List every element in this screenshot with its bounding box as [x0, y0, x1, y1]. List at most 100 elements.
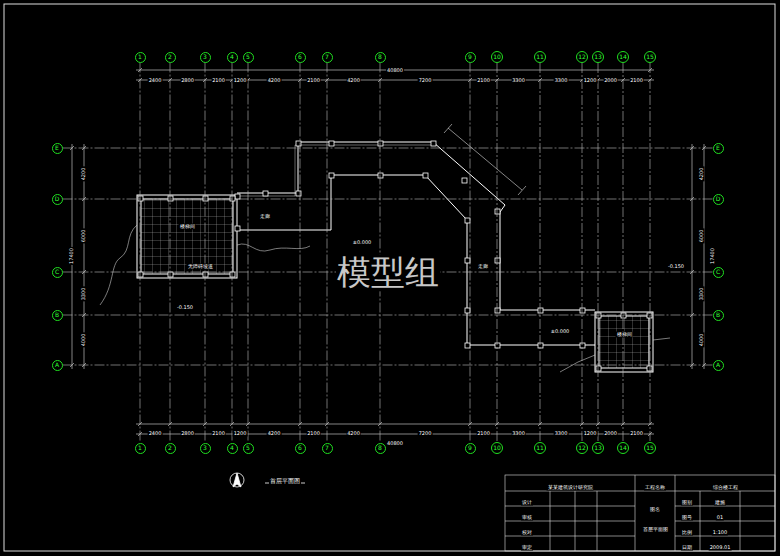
- dimension-text: 2400: [148, 431, 163, 437]
- dimension-text: 6000: [81, 228, 87, 243]
- title-block-text: 2009.01: [709, 545, 732, 551]
- axis-number: 8: [378, 445, 382, 451]
- dimension-text: 3300: [554, 431, 569, 437]
- axis-number: 9: [468, 54, 472, 60]
- axis-number: 4: [230, 445, 234, 451]
- dimension-text: 4200: [81, 166, 87, 181]
- axis-bubble: 5: [243, 443, 254, 454]
- axis-bubble: E: [713, 143, 724, 154]
- axis-bubble: 7: [322, 443, 333, 454]
- axis-number: 1: [138, 445, 142, 451]
- dimension-text: 2800: [180, 78, 195, 84]
- axis-number: 13: [594, 445, 602, 451]
- dimension-text: 2100: [476, 431, 491, 437]
- axis-bubble: 2: [165, 52, 176, 63]
- axis-grid-line: [380, 63, 381, 443]
- axis-number: D: [716, 196, 721, 202]
- axis-bubble: 7: [322, 52, 333, 63]
- axis-bubble: 6: [295, 443, 306, 454]
- title-block-text: 建施: [714, 500, 726, 506]
- axis-bubble: 3: [200, 52, 211, 63]
- axis-number: 15: [646, 445, 654, 451]
- axis-number: 3: [203, 54, 207, 60]
- axis-number: 6: [298, 445, 302, 451]
- axis-bubble: 10: [491, 51, 503, 63]
- axis-bubble: D: [713, 194, 724, 205]
- axis-number: B: [55, 312, 59, 318]
- axis-bubble: 11: [534, 442, 546, 454]
- axis-number: 4: [230, 54, 234, 60]
- dimension-text: 2100: [306, 78, 321, 84]
- title-block-text: 1:100: [712, 530, 728, 536]
- dimension-text: 2100: [306, 431, 321, 437]
- dimension-text: 1200: [583, 431, 598, 437]
- axis-number: 6: [298, 54, 302, 60]
- title-block-text: 图号: [681, 515, 693, 521]
- axis-grid-line: [232, 63, 233, 443]
- axis-bubble: 15: [644, 51, 656, 63]
- axis-grid-line: [497, 63, 498, 442]
- elevation-mark: -0.150: [176, 305, 194, 311]
- title-block-text: 审定: [521, 545, 533, 551]
- axis-grid-line: [650, 63, 651, 442]
- axis-bubble: E: [52, 143, 63, 154]
- dimension-text: 4000: [81, 333, 87, 348]
- title-block-text: 01: [716, 515, 724, 521]
- elevation-mark: -0.150: [667, 264, 685, 270]
- axis-bubble: 15: [644, 442, 656, 454]
- title-block-text: 某某建筑设计研究院: [547, 485, 594, 491]
- dimension-text: 2100: [629, 431, 644, 437]
- title-block-text: 图别: [681, 500, 693, 506]
- axis-number: 10: [493, 445, 501, 451]
- dimension-text: 4000: [699, 333, 705, 348]
- axis-bubble: 1: [135, 52, 146, 63]
- dimension-text: 6000: [699, 228, 705, 243]
- axis-bubble: B: [52, 310, 63, 321]
- dimension-text: 2100: [211, 78, 226, 84]
- axis-bubble: C: [713, 267, 724, 278]
- dimension-text: 2100: [476, 78, 491, 84]
- axis-number: A: [55, 362, 59, 368]
- dimension-text: 2100: [629, 78, 644, 84]
- axis-bubble: 14: [617, 51, 629, 63]
- axis-grid-line: [470, 63, 471, 443]
- dimension-text: 2100: [211, 431, 226, 437]
- axis-number: 5: [246, 445, 250, 451]
- title-block-text: 图名: [649, 507, 661, 513]
- axis-number: C: [716, 269, 720, 275]
- room-note: 无障碍坡道: [187, 264, 214, 270]
- axis-grid-line: [300, 63, 301, 443]
- axis-bubble: 4: [227, 52, 238, 63]
- axis-number: 7: [325, 54, 329, 60]
- dimension-text: 1200: [583, 78, 598, 84]
- axis-number: 14: [619, 54, 627, 60]
- title-block-text: 校对: [521, 530, 533, 536]
- axis-bubble: A: [713, 360, 724, 371]
- axis-number: 12: [578, 54, 586, 60]
- axis-bubble: D: [52, 194, 63, 205]
- axis-grid-line: [598, 63, 599, 442]
- axis-number: 12: [578, 445, 586, 451]
- overall-dimension: 17400: [69, 247, 75, 265]
- axis-grid-line: [63, 315, 713, 316]
- axis-number: E: [55, 145, 59, 151]
- axis-grid-line: [582, 63, 583, 442]
- axis-bubble: 8: [375, 52, 386, 63]
- axis-number: 8: [378, 54, 382, 60]
- elevation-mark: ±0.000: [550, 329, 571, 335]
- axis-grid-line: [63, 365, 713, 366]
- overall-dimension: 17400: [710, 247, 716, 265]
- axis-bubble: 2: [165, 443, 176, 454]
- dimension-text: 2000: [603, 431, 618, 437]
- axis-bubble: 4: [227, 443, 238, 454]
- dimension-text: 3300: [554, 78, 569, 84]
- axis-grid-line: [327, 63, 328, 443]
- room-name: 走廊: [259, 214, 271, 220]
- axis-number: C: [55, 269, 59, 275]
- title-block-text: 日期: [681, 545, 693, 551]
- axis-number: 1: [138, 54, 142, 60]
- title-block-text: 比例: [681, 530, 693, 536]
- dimension-text: 7200: [418, 78, 433, 84]
- axis-number: 7: [325, 445, 329, 451]
- axis-bubble: 9: [465, 52, 476, 63]
